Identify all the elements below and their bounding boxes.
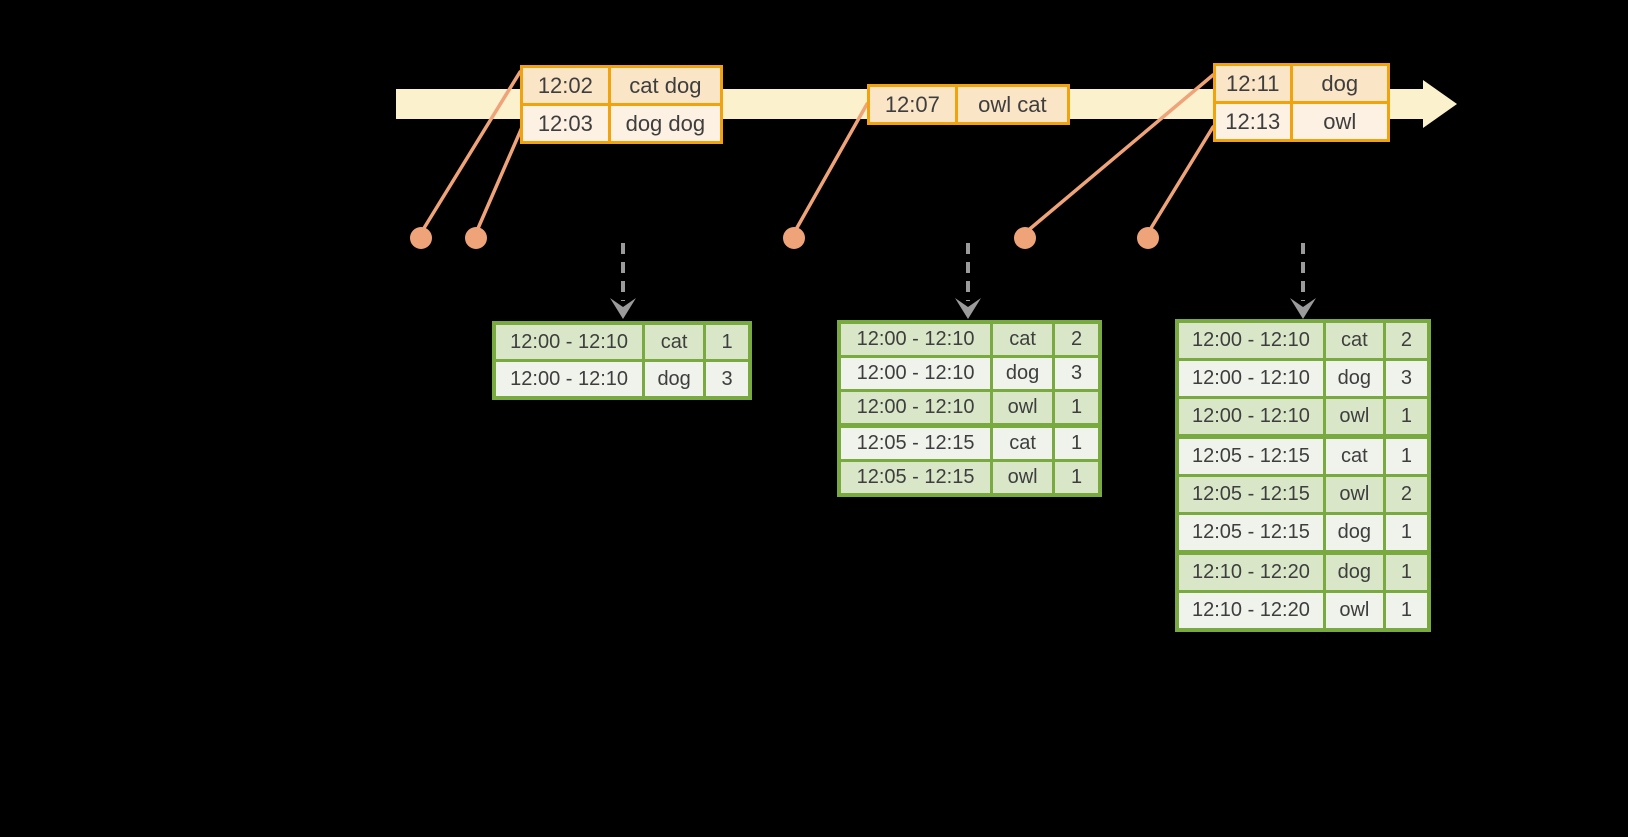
window-range: 12:00 - 12:10 bbox=[1179, 323, 1326, 358]
event-time: 12:11 bbox=[1216, 66, 1293, 101]
count: 3 bbox=[1055, 358, 1098, 389]
event-time: 12:07 bbox=[870, 87, 958, 122]
trigger-arrowhead-icon-1 bbox=[610, 298, 636, 319]
input-row: 12:11 dog bbox=[1216, 66, 1387, 101]
result-row: 12:00 - 12:10 owl 1 bbox=[841, 389, 1098, 423]
event-dot-1202 bbox=[410, 227, 432, 249]
event-dot-1213 bbox=[1137, 227, 1159, 249]
result-table-3: 12:00 - 12:10 cat 2 12:00 - 12:10 dog 3 … bbox=[1175, 319, 1431, 632]
window-range: 12:00 - 12:10 bbox=[496, 362, 646, 396]
event-time: 12:13 bbox=[1216, 104, 1293, 139]
window-range: 12:10 - 12:20 bbox=[1179, 593, 1326, 628]
window-range: 12:00 - 12:10 bbox=[841, 324, 994, 355]
event-dot-1207 bbox=[783, 227, 805, 249]
leader-line-1202 bbox=[419, 70, 522, 235]
count: 2 bbox=[1055, 324, 1098, 355]
count: 1 bbox=[1385, 593, 1427, 628]
input-table-2: 12:07 owl cat bbox=[867, 84, 1070, 125]
result-row: 12:00 - 12:10 dog 3 bbox=[496, 359, 748, 396]
result-row: 12:05 - 12:15 owl 2 bbox=[1179, 474, 1427, 512]
word: cat bbox=[645, 325, 707, 359]
result-row: 12:00 - 12:10 cat 1 bbox=[496, 325, 748, 359]
input-row: 12:13 owl bbox=[1216, 101, 1387, 139]
count: 1 bbox=[1385, 439, 1427, 474]
result-table-2: 12:00 - 12:10 cat 2 12:00 - 12:10 dog 3 … bbox=[837, 320, 1102, 497]
timeline-arrowhead-icon bbox=[1423, 80, 1457, 128]
word: owl bbox=[993, 392, 1056, 423]
event-time: 12:03 bbox=[523, 106, 611, 141]
result-row: 12:05 - 12:15 owl 1 bbox=[841, 459, 1098, 493]
word: dog bbox=[1325, 555, 1386, 590]
count: 3 bbox=[706, 362, 748, 396]
count: 1 bbox=[1055, 392, 1098, 423]
count: 1 bbox=[1385, 515, 1427, 550]
word: cat bbox=[1325, 323, 1386, 358]
leader-line-1213 bbox=[1146, 125, 1215, 235]
window-range: 12:05 - 12:15 bbox=[841, 462, 994, 493]
window-range: 12:05 - 12:15 bbox=[841, 428, 994, 459]
window-range: 12:00 - 12:10 bbox=[841, 358, 994, 389]
trigger-arrowhead-icon-2 bbox=[955, 298, 981, 319]
window-range: 12:00 - 12:10 bbox=[841, 392, 994, 423]
result-row: 12:10 - 12:20 owl 1 bbox=[1179, 590, 1427, 628]
word: owl bbox=[1325, 477, 1386, 512]
word: owl bbox=[1325, 399, 1386, 434]
word: cat bbox=[1325, 439, 1386, 474]
window-range: 12:10 - 12:20 bbox=[1179, 555, 1326, 590]
window-range: 12:05 - 12:15 bbox=[1179, 477, 1326, 512]
result-row: 12:00 - 12:10 owl 1 bbox=[1179, 396, 1427, 434]
input-row: 12:07 owl cat bbox=[870, 87, 1067, 122]
input-row: 12:03 dog dog bbox=[523, 103, 720, 141]
word: cat bbox=[993, 324, 1056, 355]
count: 2 bbox=[1385, 477, 1427, 512]
event-dots bbox=[410, 227, 1159, 249]
input-table-3: 12:11 dog 12:13 owl bbox=[1213, 63, 1390, 142]
count: 1 bbox=[1385, 399, 1427, 434]
event-time: 12:02 bbox=[523, 68, 611, 103]
result-row: 12:10 - 12:20 dog 1 bbox=[1179, 550, 1427, 590]
result-row: 12:00 - 12:10 dog 3 bbox=[1179, 358, 1427, 396]
result-row: 12:05 - 12:15 cat 1 bbox=[1179, 434, 1427, 474]
leader-line-1207 bbox=[792, 102, 869, 235]
word: dog bbox=[1325, 515, 1386, 550]
result-row: 12:00 - 12:10 dog 3 bbox=[841, 355, 1098, 389]
event-words: dog dog bbox=[610, 106, 720, 141]
word: owl bbox=[993, 462, 1056, 493]
count: 1 bbox=[706, 325, 748, 359]
leader-line-1211 bbox=[1023, 73, 1215, 235]
window-range: 12:05 - 12:15 bbox=[1179, 439, 1326, 474]
trigger-arrowhead-icon-3 bbox=[1290, 298, 1316, 319]
result-row: 12:00 - 12:10 cat 2 bbox=[841, 324, 1098, 355]
word: dog bbox=[993, 358, 1056, 389]
result-row: 12:05 - 12:15 dog 1 bbox=[1179, 512, 1427, 550]
event-words: owl cat bbox=[957, 87, 1067, 122]
result-row: 12:00 - 12:10 cat 2 bbox=[1179, 323, 1427, 358]
event-leader-lines bbox=[419, 70, 1215, 235]
count: 1 bbox=[1055, 428, 1098, 459]
count: 1 bbox=[1385, 555, 1427, 590]
window-range: 12:00 - 12:10 bbox=[1179, 399, 1326, 434]
count: 1 bbox=[1055, 462, 1098, 493]
count: 2 bbox=[1385, 323, 1427, 358]
word: owl bbox=[1325, 593, 1386, 628]
event-words: cat dog bbox=[610, 68, 720, 103]
trigger-arrows bbox=[621, 243, 1305, 301]
word: dog bbox=[645, 362, 707, 396]
event-dot-1203 bbox=[465, 227, 487, 249]
input-row: 12:02 cat dog bbox=[523, 68, 720, 103]
window-range: 12:00 - 12:10 bbox=[496, 325, 646, 359]
window-range: 12:00 - 12:10 bbox=[1179, 361, 1326, 396]
result-table-1: 12:00 - 12:10 cat 1 12:00 - 12:10 dog 3 bbox=[492, 321, 752, 400]
event-words: owl bbox=[1292, 104, 1387, 139]
word: cat bbox=[993, 428, 1056, 459]
count: 3 bbox=[1385, 361, 1427, 396]
input-table-1: 12:02 cat dog 12:03 dog dog bbox=[520, 65, 723, 144]
leader-line-1203 bbox=[474, 123, 525, 235]
result-row: 12:05 - 12:15 cat 1 bbox=[841, 423, 1098, 459]
event-dot-1211 bbox=[1014, 227, 1036, 249]
word: dog bbox=[1325, 361, 1386, 396]
window-range: 12:05 - 12:15 bbox=[1179, 515, 1326, 550]
trigger-arrowheads bbox=[610, 298, 1316, 319]
event-words: dog bbox=[1292, 66, 1387, 101]
